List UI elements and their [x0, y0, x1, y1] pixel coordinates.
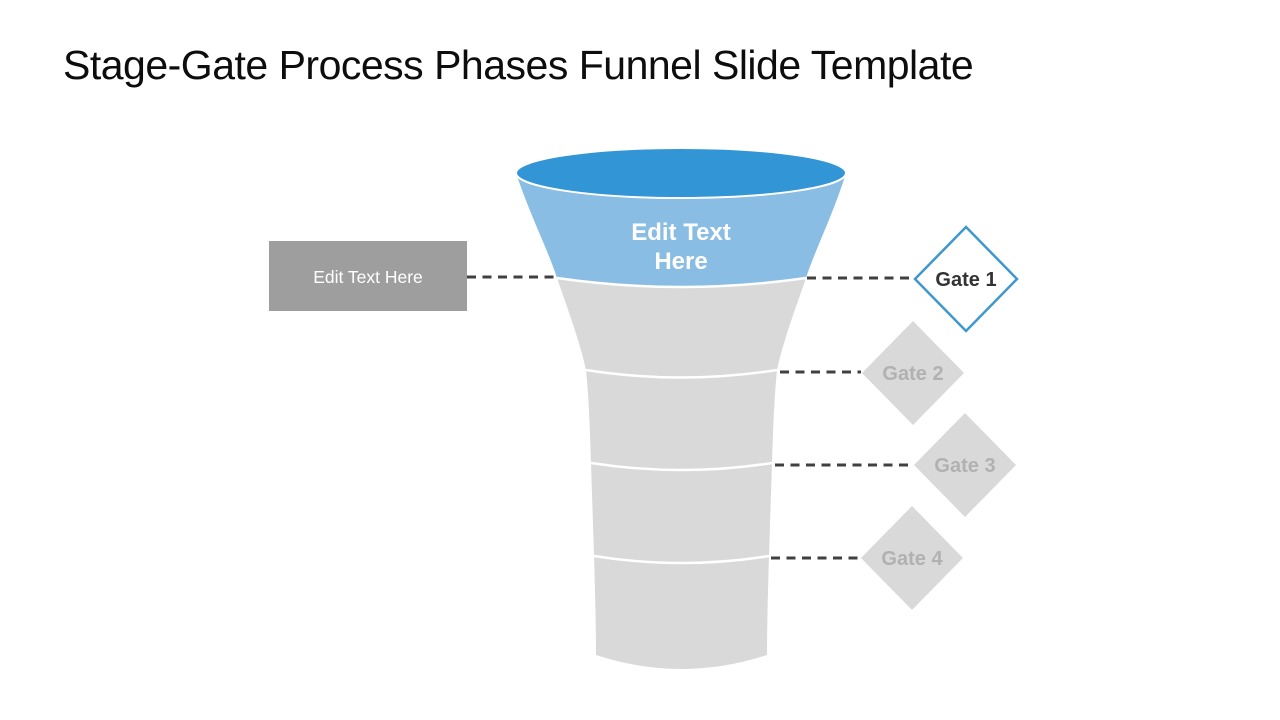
- stage-divider-3: [590, 461, 773, 472]
- gate-3-label: Gate 3: [934, 455, 995, 477]
- stage-dividers: [556, 276, 807, 565]
- gate-4-diamond[interactable]: Gate 4: [861, 506, 963, 610]
- funnel-stage-label-line1[interactable]: Edit Text: [631, 219, 731, 246]
- gate-1-shape[interactable]: [913, 225, 1019, 333]
- funnel-rim-ellipse[interactable]: [515, 147, 847, 199]
- gate-2-label: Gate 2: [882, 363, 943, 385]
- stage-divider-4: [593, 554, 770, 565]
- gate-1-diamond[interactable]: Gate 1: [913, 225, 1019, 333]
- gate-4-label: Gate 4: [881, 548, 943, 570]
- gate-2-shape[interactable]: [862, 321, 964, 425]
- slide-title[interactable]: Stage-Gate Process Phases Funnel Slide T…: [63, 42, 974, 88]
- gate-3-shape[interactable]: [914, 413, 1016, 517]
- callout-rect[interactable]: [269, 241, 467, 311]
- gate-4-shape[interactable]: [861, 506, 963, 610]
- funnel-stage-label-line2[interactable]: Here: [654, 248, 707, 275]
- callout-label: Edit Text Here: [313, 267, 423, 287]
- gate-3-diamond[interactable]: Gate 3: [914, 413, 1016, 517]
- funnel-body[interactable]: [557, 278, 806, 669]
- gate-2-diamond[interactable]: Gate 2: [862, 321, 964, 425]
- callout-box[interactable]: Edit Text Here: [269, 241, 467, 311]
- connector-lines: [467, 275, 913, 560]
- stage-divider-2: [585, 368, 778, 379]
- gate-1-label: Gate 1: [935, 269, 996, 291]
- stage-divider-1: [556, 276, 807, 289]
- funnel-top-stage[interactable]: [516, 173, 846, 287]
